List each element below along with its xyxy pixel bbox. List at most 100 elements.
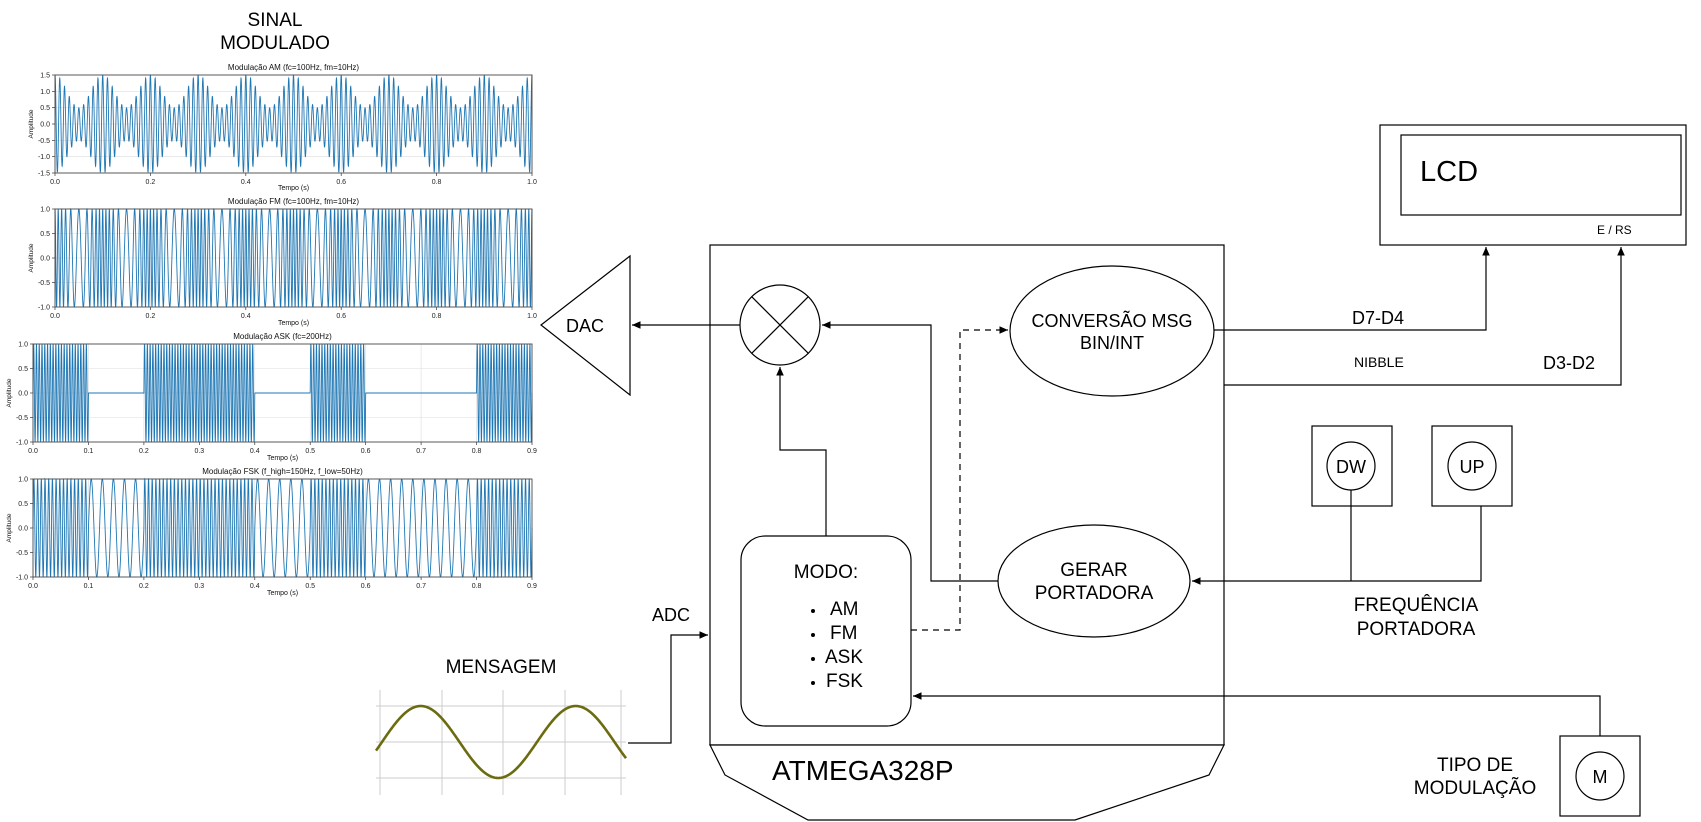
- x-tick-label: 0.7: [416, 583, 426, 590]
- lcd-label: LCD: [1420, 156, 1478, 188]
- y-tick-label: 1.0: [40, 207, 50, 214]
- mcu-base: [709, 744, 1225, 821]
- y-tick-label: 0.5: [18, 501, 28, 508]
- conversao-label-line2: BIN/INT: [1080, 333, 1144, 353]
- x-axis-label: Tempo (s): [267, 455, 298, 462]
- y-tick-label: 0.0: [18, 391, 28, 398]
- modo-item-fm: FM: [830, 623, 857, 644]
- y-tick-label: -0.5: [38, 280, 50, 287]
- y-tick-label: 0.0: [18, 526, 28, 533]
- x-tick-label: 0.4: [250, 448, 260, 455]
- x-tick-label: 1.0: [527, 313, 537, 320]
- x-tick-label: 0.8: [432, 179, 442, 186]
- y-axis-label: Amplitude: [28, 109, 35, 138]
- y-tick-label: -1.0: [16, 575, 28, 582]
- portadora-to-mixer-arrow: [822, 321, 998, 582]
- plot-border: [32, 478, 533, 578]
- x-tick-label: 0.5: [305, 583, 315, 590]
- plot-border: [54, 74, 533, 174]
- modo-to-conversao-dashed-arrow: [911, 326, 1008, 631]
- freq-label-line2: PORTADORA: [1357, 619, 1476, 640]
- x-tick-label: 0.6: [336, 179, 346, 186]
- y-tick-label: 0.5: [18, 366, 28, 373]
- x-tick-label: 0.6: [361, 448, 371, 455]
- mcu-label: ATMEGA328P: [772, 755, 954, 786]
- x-tick-label: 0.8: [472, 583, 482, 590]
- x-axis-label: Tempo (s): [267, 590, 298, 597]
- x-tick-label: 0.0: [28, 583, 38, 590]
- bullet-icon: [811, 609, 815, 613]
- x-tick-label: 0.4: [241, 313, 251, 320]
- x-tick-label: 0.5: [305, 448, 315, 455]
- x-tick-label: 0.6: [336, 313, 346, 320]
- plot-border: [54, 208, 533, 308]
- y-tick-label: -1.5: [38, 171, 50, 178]
- bullet-icon: [811, 657, 815, 661]
- y-tick-label: -1.0: [16, 440, 28, 447]
- d7-d4-arrow: [1214, 247, 1490, 331]
- x-tick-label: 0.0: [50, 179, 60, 186]
- y-tick-label: 1.0: [18, 342, 28, 349]
- x-tick-label: 0.8: [472, 448, 482, 455]
- m-label: M: [1593, 767, 1608, 787]
- x-tick-label: 0.9: [527, 448, 537, 455]
- y-tick-label: 1.0: [40, 89, 50, 96]
- modo-item-am: AM: [830, 599, 859, 620]
- chart-title: Modulação FM (fc=100Hz, fm=10Hz): [228, 197, 359, 206]
- x-tick-label: 0.3: [194, 448, 204, 455]
- y-tick-label: 0.5: [40, 105, 50, 112]
- bullet-icon: [811, 681, 815, 685]
- x-axis-label: Tempo (s): [278, 185, 309, 192]
- mode-switch-knob[interactable]: [1575, 751, 1625, 801]
- x-tick-label: 0.0: [50, 313, 60, 320]
- modo-item-fsk: FSK: [826, 671, 863, 692]
- y-tick-label: 0.0: [40, 256, 50, 263]
- bullet-icon: [811, 633, 815, 637]
- up-button-knob[interactable]: [1447, 441, 1497, 491]
- x-tick-label: 0.1: [84, 583, 94, 590]
- modo-item-ask: ASK: [825, 647, 863, 668]
- up-label: UP: [1459, 457, 1484, 477]
- fm-chart: 0.0 0.2 0.4 0.6 0.8 1.0 1.0 0.5 0.0 -0.5 -1.0 Modul…: [28, 197, 537, 327]
- y-tick-label: -1.0: [38, 305, 50, 312]
- sinal-modulado-title-line2: MODULADO: [220, 33, 330, 54]
- mensagem-to-mcu-arrow: [628, 631, 708, 744]
- y-tick-label: -0.5: [16, 550, 28, 557]
- x-axis-label: Tempo (s): [278, 320, 309, 327]
- modo-to-mixer-arrow: [776, 367, 827, 536]
- freq-label-line1: FREQUÊNCIA: [1354, 594, 1479, 616]
- y-tick-label: -0.5: [16, 415, 28, 422]
- x-tick-label: 0.2: [146, 179, 156, 186]
- x-tick-label: 0.9: [527, 583, 537, 590]
- dw-label: DW: [1336, 457, 1366, 477]
- mensagem-label: MENSAGEM: [446, 657, 557, 678]
- gerar-label-line1: GERAR: [1060, 560, 1128, 581]
- d3-d2-arrow: [1224, 247, 1625, 386]
- x-tick-label: 0.8: [432, 313, 442, 320]
- x-tick-label: 0.0: [28, 448, 38, 455]
- y-tick-label: 0.0: [40, 122, 50, 129]
- y-tick-label: -0.5: [38, 138, 50, 145]
- y-tick-label: 1.0: [18, 477, 28, 484]
- nibble-label: NIBBLE: [1354, 354, 1404, 370]
- x-tick-label: 0.2: [139, 583, 149, 590]
- up-to-portadora-arrow: [1192, 506, 1482, 585]
- conversao-label-line1: CONVERSÃO MSG: [1031, 310, 1192, 331]
- series-line: [32, 343, 533, 443]
- sinal-modulado-title-line1: SINAL: [248, 10, 303, 31]
- y-tick-label: -1.0: [38, 154, 50, 161]
- modo-title: MODO:: [794, 562, 858, 583]
- gerar-label-line2: PORTADORA: [1035, 583, 1154, 604]
- dac-label: DAC: [566, 316, 604, 336]
- y-axis-label: Amplitude: [6, 378, 13, 407]
- x-tick-label: 0.2: [139, 448, 149, 455]
- y-tick-label: 0.5: [40, 231, 50, 238]
- tipo-label-line2: MODULAÇÃO: [1414, 777, 1536, 799]
- x-tick-label: 0.6: [361, 583, 371, 590]
- x-tick-label: 0.2: [146, 313, 156, 320]
- y-axis-label: Amplitude: [28, 243, 35, 272]
- adc-label: ADC: [652, 605, 690, 625]
